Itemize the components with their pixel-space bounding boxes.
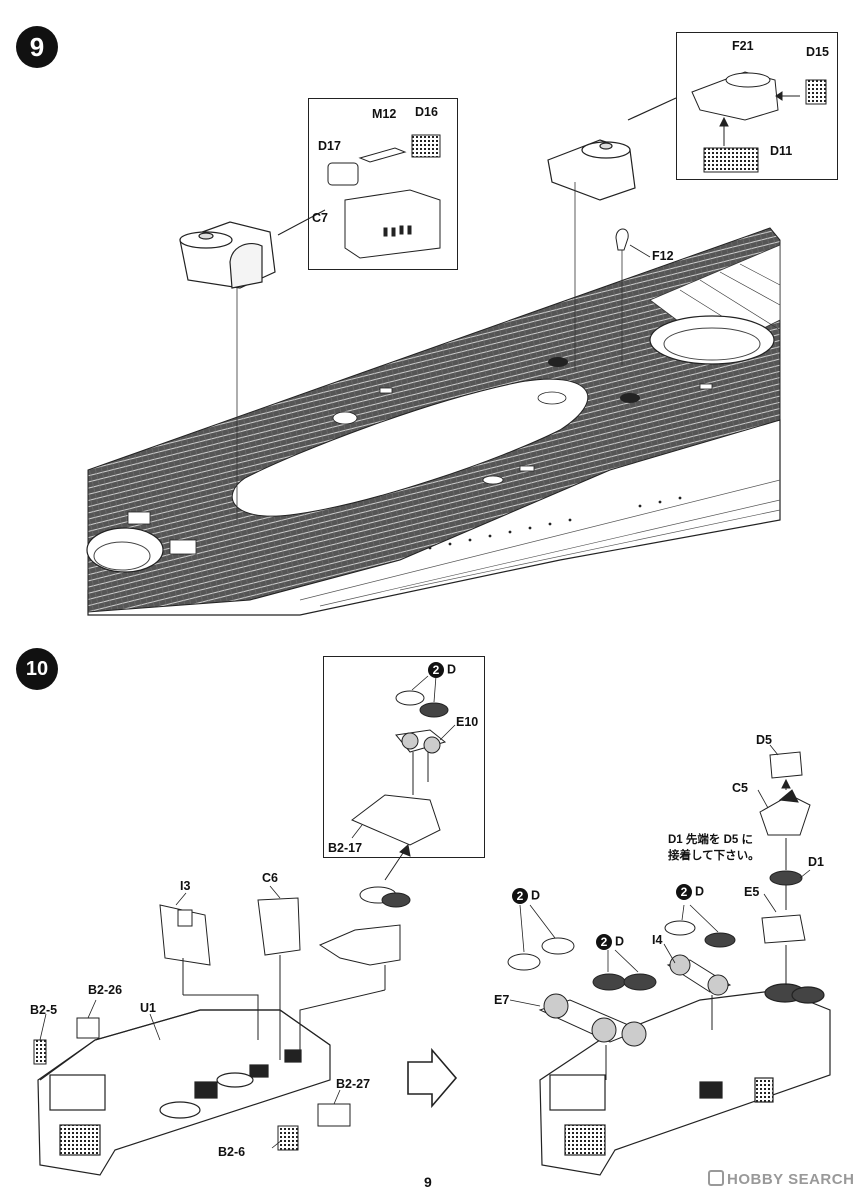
part-letter: D <box>695 884 705 899</box>
label-d1: D1 <box>808 855 824 869</box>
part-letter: D <box>615 934 625 949</box>
step-number-10: 10 <box>16 648 58 690</box>
turret-f21-parts <box>691 71 827 173</box>
label-b2-27: B2-27 <box>336 1077 371 1091</box>
label-c7: C7 <box>312 211 328 225</box>
detail-box-c7 <box>308 98 458 270</box>
qty-badge: 2 <box>596 934 612 950</box>
label-d15: D15 <box>806 45 829 59</box>
watermark-text: HOBBY SEARCH <box>727 1171 855 1188</box>
page-number: 9 <box>424 1174 432 1190</box>
label-d17: D17 <box>318 139 341 153</box>
turret-parts-exploded <box>277 134 441 259</box>
part-letter: D <box>447 662 457 677</box>
assembly-note: D1 先端を D5 に 接着して下さい。 <box>668 832 760 864</box>
label-d11: D11 <box>770 144 793 158</box>
label-i4: I4 <box>652 933 663 947</box>
label-e10: E10 <box>456 715 479 729</box>
label-i3: I3 <box>180 879 191 893</box>
label-b2-26: B2-26 <box>88 983 123 997</box>
superstructure-u1 <box>37 1009 331 1176</box>
deck-assembly <box>86 227 781 616</box>
label-u1: U1 <box>140 1001 156 1015</box>
qty-badge: 2 <box>428 662 444 678</box>
label-d16: D16 <box>415 105 438 119</box>
label-b2-6: B2-6 <box>218 1145 246 1159</box>
detail-box-b2-17 <box>323 656 485 858</box>
leader-lines <box>39 244 811 1149</box>
assembly-note-line2: 接着して下さい。 <box>668 850 760 862</box>
assembly-note-line1: D1 先端を D5 に <box>668 834 753 846</box>
step-number-9: 9 <box>16 26 58 68</box>
label-b2-17: B2-17 <box>328 841 363 855</box>
part-f12 <box>615 228 629 365</box>
step10-left-parts <box>33 844 411 1151</box>
label-d5: D5 <box>756 733 772 747</box>
detail-box-f21 <box>676 32 838 180</box>
label-c5: C5 <box>732 781 748 795</box>
qty-badge: 2 <box>676 884 692 900</box>
step10-right-parts <box>507 751 811 1080</box>
qty-badge: 2 <box>512 888 528 904</box>
step10-detail-parts <box>351 690 449 846</box>
label-b2-5: B2-5 <box>30 1003 58 1017</box>
turret-f21-assembled <box>547 97 677 370</box>
turret-c7-assembled <box>179 221 276 520</box>
watermark-logo: HOBBY SEARCH <box>708 1170 854 1188</box>
label-m12: M12 <box>372 107 397 121</box>
label-f12: F12 <box>652 249 674 263</box>
part-letter: D <box>531 888 541 903</box>
label-f21: F21 <box>732 39 754 53</box>
label-e7: E7 <box>494 993 510 1007</box>
label-c6: C6 <box>262 871 278 885</box>
label-e5: E5 <box>744 885 760 899</box>
next-arrow-icon <box>407 1047 458 1109</box>
watermark-icon <box>708 1170 724 1186</box>
